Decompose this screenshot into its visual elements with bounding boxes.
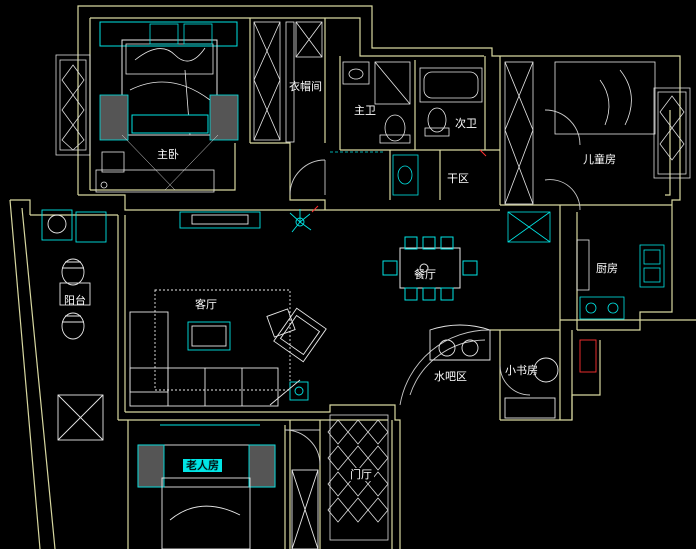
- bay-window-pattern-right: [653, 87, 691, 179]
- room-label-master-bath: 主卫: [354, 104, 376, 117]
- bar-and-study-furniture: [429, 324, 597, 419]
- dining-table: [382, 236, 478, 301]
- room-label-walk-in-closet: 衣帽间: [289, 80, 322, 93]
- room-label-sun-balcony: 阳台: [64, 294, 86, 307]
- foyer-floor-pattern: [327, 414, 389, 541]
- elderly-room-furniture: [137, 424, 319, 549]
- red-accent-marks: [311, 149, 487, 213]
- room-label-elderly-room: 老人房: [183, 459, 222, 472]
- room-label-dining-room: 餐厅: [414, 268, 436, 281]
- room-label-small-study: 小书房: [505, 364, 538, 377]
- plant-icon: [289, 209, 312, 233]
- balcony-furniture: [41, 209, 107, 441]
- living-room-furniture: [129, 211, 327, 407]
- bathroom-fixtures: [330, 61, 483, 196]
- room-label-second-bath: 次卫: [455, 117, 477, 130]
- room-label-master-bedroom: 主卧: [157, 148, 179, 161]
- master-bedroom-furniture: [95, 21, 239, 193]
- room-label-kitchen: 厨房: [596, 262, 618, 275]
- kitchen-fixtures: [507, 211, 665, 320]
- door-swings: [284, 109, 581, 466]
- kids-room-furniture: [504, 61, 656, 205]
- room-label-kids-room: 儿童房: [583, 153, 616, 166]
- room-label-living-room: 客厅: [195, 298, 217, 311]
- room-label-water-bar: 水吧区: [434, 370, 467, 383]
- bay-window-pattern-left: [55, 54, 91, 156]
- room-label-foyer: 门厅: [348, 468, 374, 481]
- walls: [9, 5, 696, 549]
- closet-furniture: [253, 21, 323, 143]
- room-label-dry-area: 干区: [447, 172, 469, 185]
